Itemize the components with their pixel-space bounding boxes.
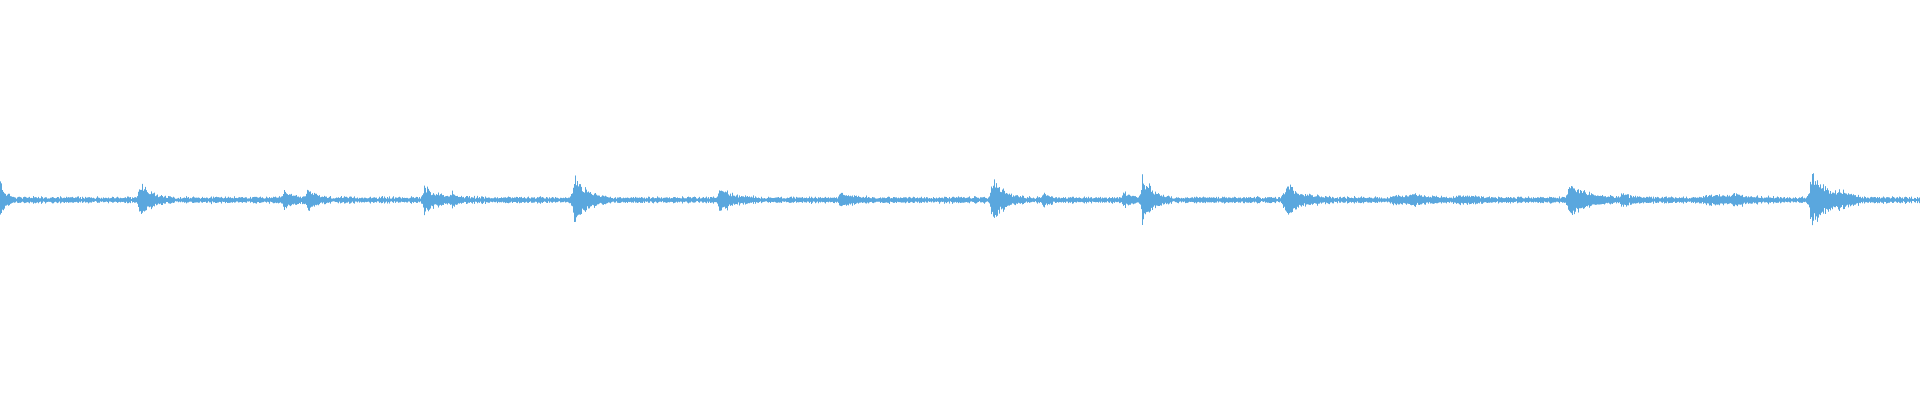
waveform-trace: [0, 173, 1920, 226]
